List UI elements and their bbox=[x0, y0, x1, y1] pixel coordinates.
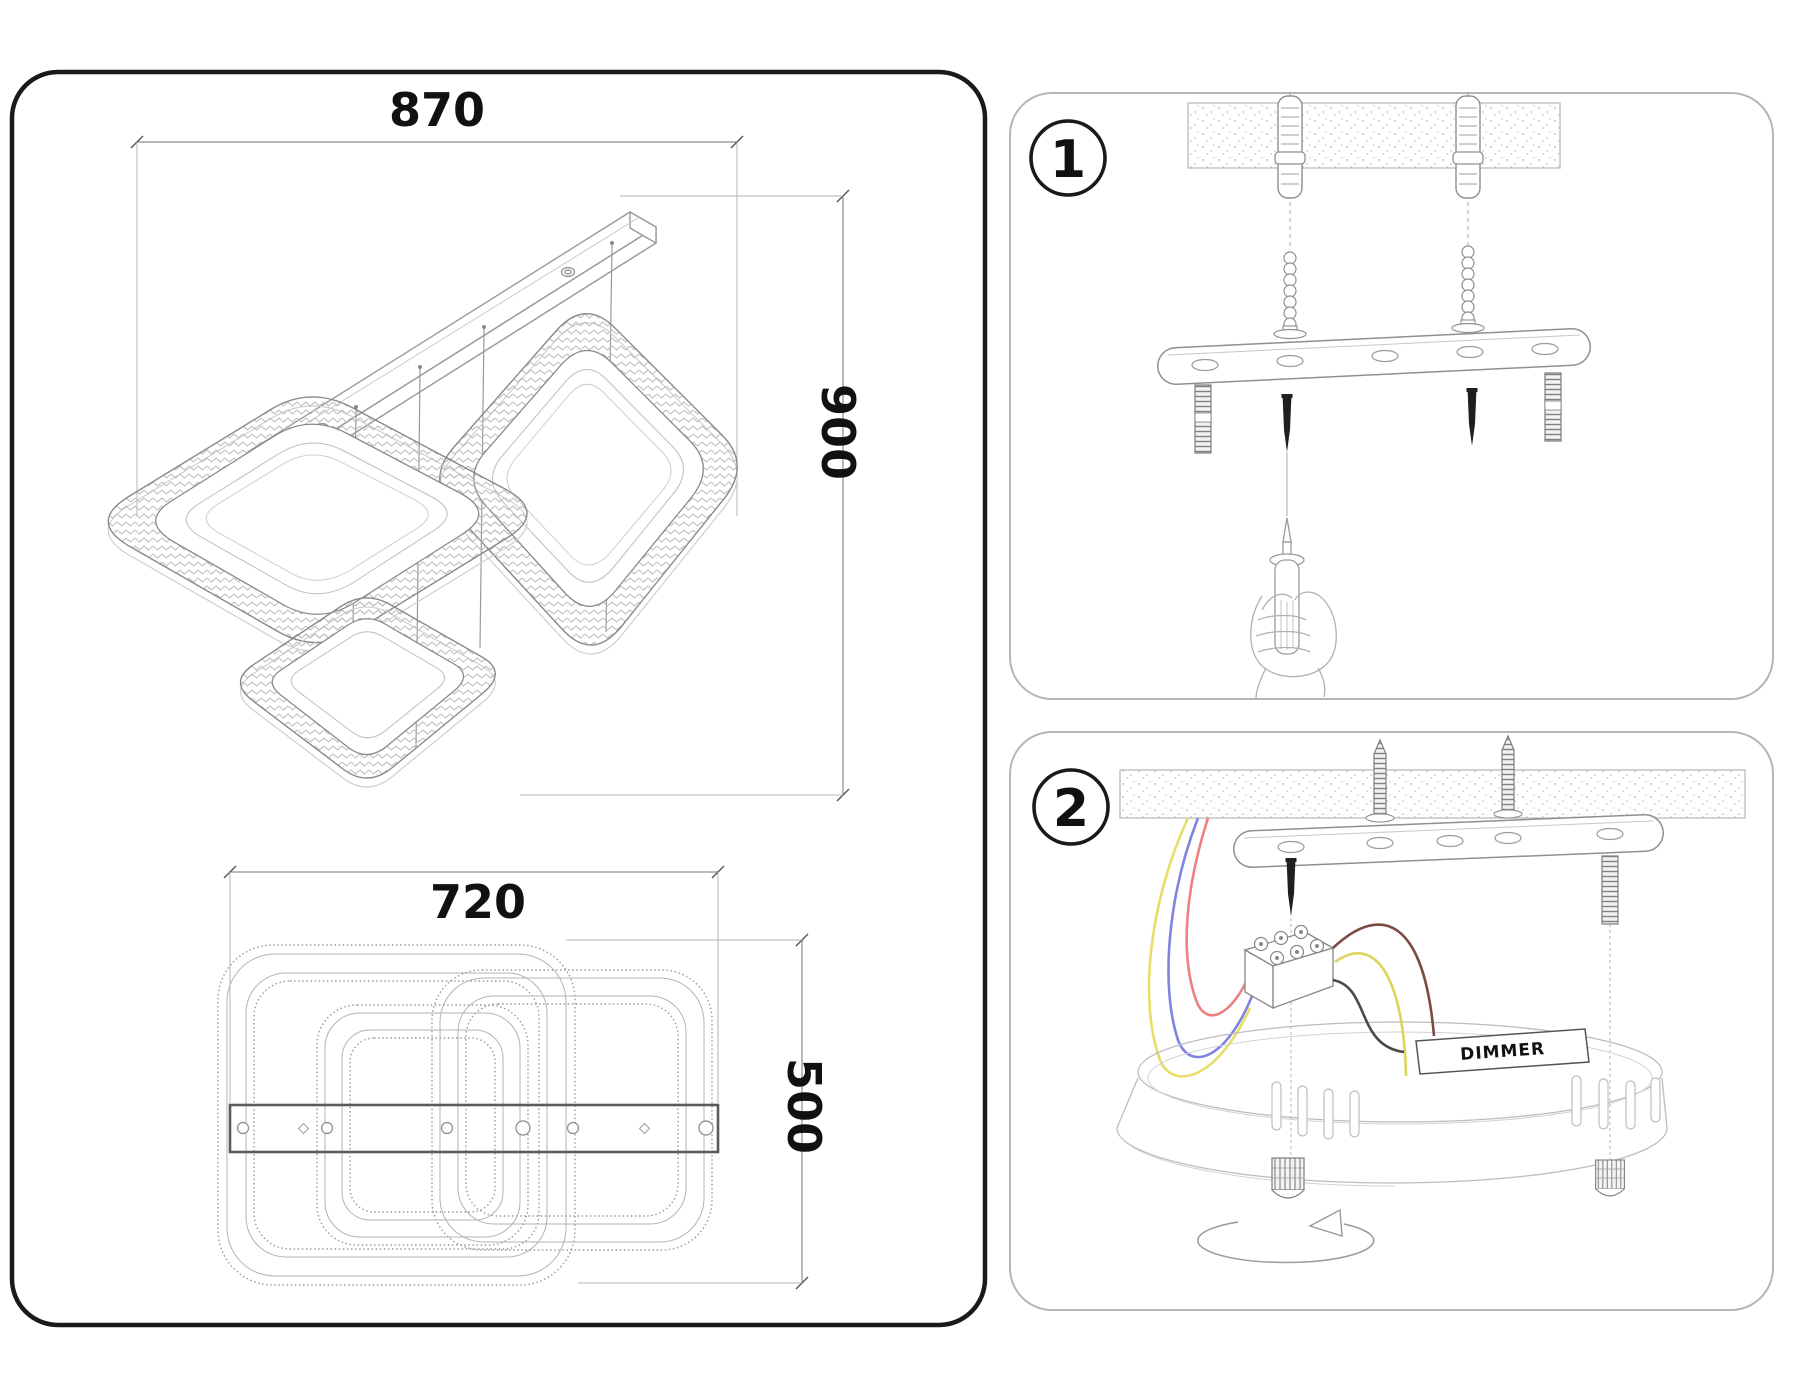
driver-label-box: DIMMER bbox=[1415, 1028, 1590, 1075]
dimension-900: 900 bbox=[520, 189, 865, 802]
step2-frame bbox=[1009, 731, 1774, 1311]
iso-ring-left bbox=[107, 396, 528, 653]
mount-bar bbox=[1157, 328, 1591, 385]
rotation-arrow-icon bbox=[1197, 1208, 1375, 1264]
overall-width-label: 870 bbox=[389, 83, 485, 137]
step1-frame bbox=[1009, 92, 1774, 700]
hand-icon bbox=[1250, 591, 1337, 699]
dimension-720: 720 bbox=[223, 865, 725, 1103]
plan-view: 720 500 bbox=[217, 865, 831, 1290]
plan-ring-medium bbox=[431, 969, 713, 1251]
isometric-view: 870 900 bbox=[107, 83, 865, 802]
iso-ring-small bbox=[239, 597, 496, 788]
step2-panel: 2 bbox=[1009, 731, 1774, 1311]
step2-number-badge bbox=[1032, 768, 1110, 846]
left-panel-frame bbox=[9, 69, 988, 1328]
ceiling-strip bbox=[1187, 102, 1561, 169]
driver-canopy bbox=[1116, 1021, 1668, 1187]
driver-wires bbox=[1332, 923, 1436, 1077]
step1-number-badge bbox=[1029, 119, 1107, 197]
wire-red bbox=[1185, 817, 1251, 1017]
plan-mount-bar bbox=[228, 1103, 720, 1154]
step1-number: 1 bbox=[1050, 130, 1086, 190]
wire-brown bbox=[1332, 923, 1436, 1037]
threaded-rod bbox=[1601, 855, 1619, 925]
dimension-500: 500 bbox=[566, 933, 831, 1290]
mount-bar bbox=[1233, 814, 1664, 868]
screwdriver-icon bbox=[1269, 517, 1305, 655]
iso-ring-right bbox=[439, 313, 738, 655]
wire-output-yellow bbox=[1334, 952, 1408, 1077]
step2-number: 2 bbox=[1053, 779, 1089, 839]
overall-height-label: 900 bbox=[811, 384, 865, 480]
wire-black bbox=[1332, 978, 1405, 1054]
depth-label: 500 bbox=[777, 1058, 831, 1154]
dimension-870: 870 bbox=[130, 83, 744, 516]
step1-panel: 1 bbox=[1009, 91, 1774, 700]
plan-ring-large bbox=[217, 944, 576, 1286]
ceiling-strip bbox=[1119, 769, 1746, 819]
wire-yellow bbox=[1147, 817, 1252, 1078]
bar-length-label: 720 bbox=[430, 875, 526, 929]
dimension-drawing-panel: 870 900 bbox=[9, 69, 988, 1328]
